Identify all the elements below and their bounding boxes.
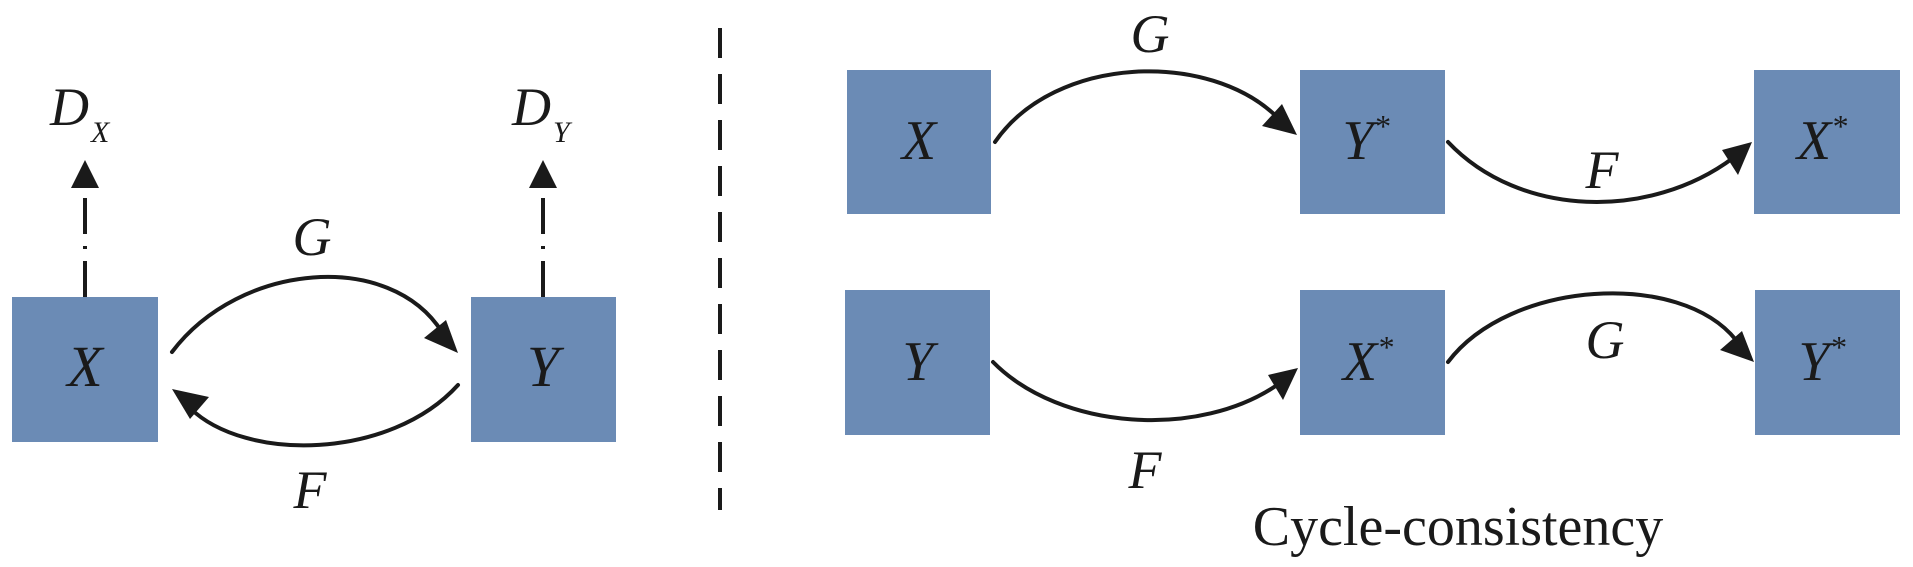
right-panel: X Y* X* G F Y X* — [845, 4, 1900, 558]
g-mapping-arrowhead-icon — [424, 320, 458, 353]
row1-box-start-label: X — [900, 110, 939, 172]
row1-box-start — [847, 70, 991, 214]
box-y-label: Y — [527, 334, 565, 399]
f-mapping-curve — [188, 383, 460, 448]
dx-arrowhead-icon — [71, 160, 99, 188]
f-mapping-label: F — [293, 460, 328, 520]
row1-first-arrow-label: G — [1131, 4, 1170, 64]
row2-first-arrow-curve — [991, 360, 1282, 423]
row1-box-mid — [1300, 70, 1445, 214]
left-panel: DX DY X Y G F — [12, 77, 616, 520]
row1-second-arrow-label: F — [1585, 140, 1620, 200]
g-mapping-curve — [170, 275, 444, 354]
row2-box-end — [1755, 290, 1900, 435]
discriminator-x-label: DX — [49, 77, 111, 149]
box-y — [471, 297, 616, 442]
row2-box-mid-label: X* — [1341, 329, 1393, 393]
row2-first-arrowhead-icon — [1268, 368, 1298, 400]
dy-arrowhead-icon — [529, 160, 557, 188]
row1-first-arrowhead-icon — [1262, 104, 1297, 135]
row2-box-end-label: Y* — [1798, 329, 1845, 393]
row1-box-end — [1754, 70, 1900, 214]
f-mapping-arrowhead-icon — [172, 389, 209, 419]
row2-second-arrow-label: G — [1586, 310, 1625, 370]
row2-second-arrow-curve — [1446, 291, 1738, 364]
row2-box-start — [845, 290, 990, 435]
row1-box-mid-label: Y* — [1342, 108, 1389, 172]
row2-second-arrowhead-icon — [1720, 331, 1754, 362]
cycle-row-2: Y X* Y* F G — [845, 290, 1900, 500]
cycle-row-1: X Y* X* G F — [847, 4, 1900, 214]
row1-second-arrowhead-icon — [1722, 142, 1752, 175]
box-x-label: X — [65, 334, 105, 399]
row2-first-arrow-label: F — [1128, 440, 1163, 500]
cycle-consistency-caption: Cycle-consistency — [1253, 496, 1664, 558]
row2-box-mid — [1300, 290, 1445, 435]
row2-box-start-label: Y — [902, 331, 939, 393]
discriminator-y-label: DY — [511, 77, 573, 149]
row1-second-arrow-curve — [1446, 140, 1735, 204]
row1-box-end-label: X* — [1795, 108, 1847, 172]
g-mapping-label: G — [293, 207, 332, 267]
row1-first-arrow-curve — [993, 69, 1280, 144]
box-x — [12, 297, 158, 442]
